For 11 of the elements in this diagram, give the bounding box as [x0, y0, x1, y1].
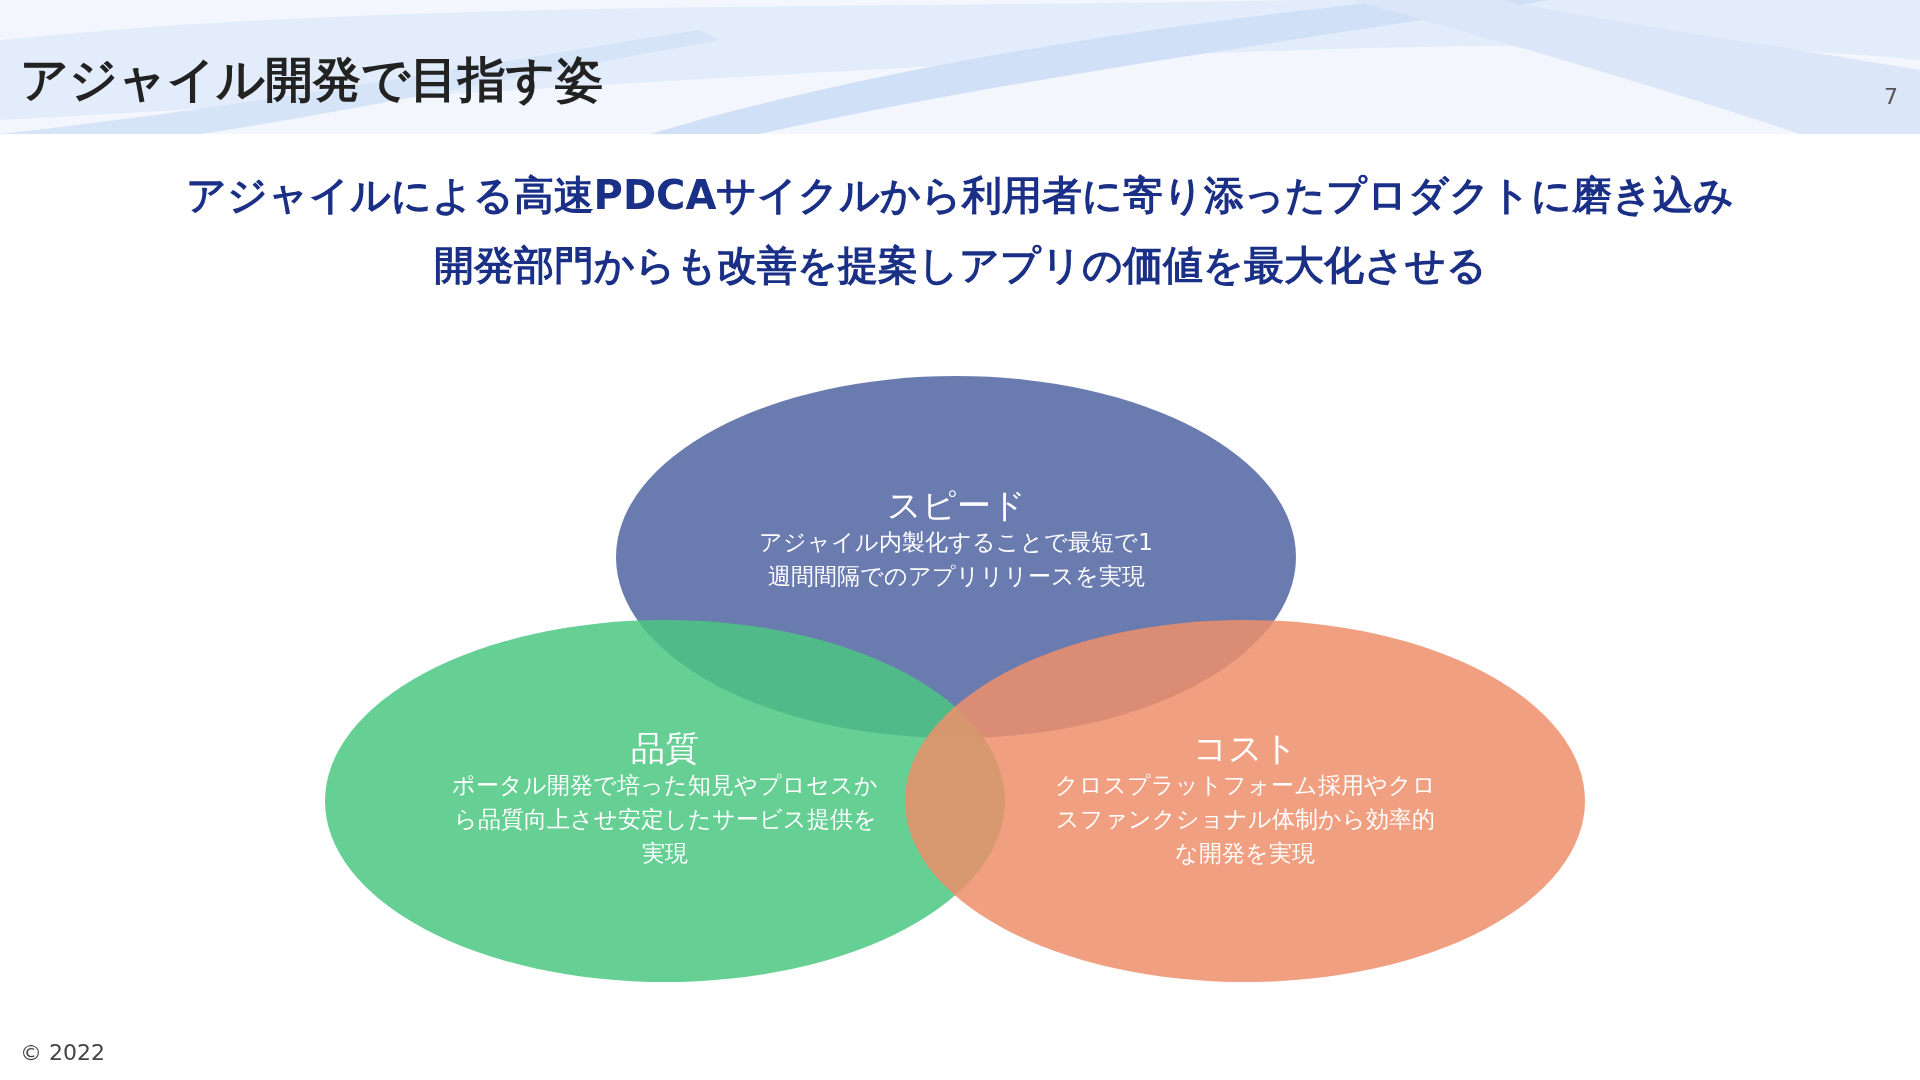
subtitle-line: アジャイルによる高速PDCAサイクルから利用者に寄り添ったプロダクトに磨き込み	[185, 171, 1735, 220]
slide-title: アジャイル開発で目指す姿	[20, 50, 603, 109]
circle-heading: スピード	[886, 485, 1026, 525]
circle-description: アジャイル内製化することで最短で1週間間隔でのアプリリリースを実現	[758, 528, 1154, 591]
circle-heading: コスト	[1192, 728, 1298, 768]
subtitle-line: 開発部門からも改善を提案しアプリの価値を最大化させる	[433, 241, 1487, 290]
circle-heading: 品質	[631, 728, 699, 768]
copyright-note: © 2022	[20, 1040, 105, 1065]
circle-description: クロスプラットフォーム採用やクロスファンクショナル体制から効率的な開発を実現	[1053, 771, 1437, 868]
page-number: 7	[1884, 84, 1898, 109]
circle-description: ポータル開発で培った知見やプロセスから品質向上させ安定したサービス提供を実現	[451, 771, 879, 868]
